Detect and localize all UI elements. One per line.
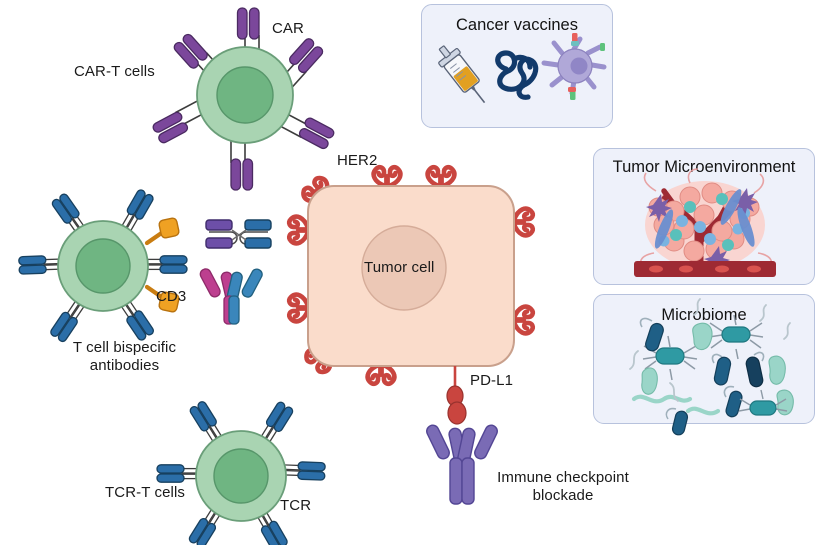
nucleic-acid-squiggle-icon: [495, 50, 539, 100]
car-t-cell: [150, 7, 337, 191]
label-tcr: TCR: [280, 497, 312, 514]
panel-title-cancer-vaccines: Cancer vaccines: [456, 16, 578, 34]
checkpoint-blockade-antibody: [426, 424, 498, 505]
label-her2: HER2: [337, 152, 378, 169]
bispecific-t-nucleus: [75, 238, 131, 294]
panel-title-microbiome: Microbiome: [661, 306, 747, 324]
label-car: CAR: [272, 20, 304, 37]
car-t-nucleus: [216, 66, 274, 124]
label-tumor-cell: Tumor cell: [364, 259, 435, 276]
tumor-microenvironment-artwork: [634, 168, 776, 277]
label-cd3: CD3: [156, 288, 187, 305]
label-t-cell-bispecific-antibodies: T cell bispecific antibodies: [72, 339, 177, 374]
microbiome-artwork: [629, 298, 794, 436]
bispecific-antibody-construct: [205, 219, 272, 249]
tcr-t-nucleus: [213, 448, 269, 504]
panel-title-tumor-microenvironment: Tumor Microenvironment: [612, 158, 796, 176]
label-pd-l1: PD-L1: [470, 372, 514, 389]
label-car-t-cells: CAR-T cells: [74, 63, 155, 80]
panel-cancer-vaccines[interactable]: Cancer vaccines: [421, 4, 613, 128]
tumor-cell-nucleus: [361, 225, 447, 311]
tumor-cell: [289, 167, 532, 425]
dendritic-cell-icon: [541, 33, 607, 100]
tcr-t-cell: [156, 399, 326, 545]
label-immune-checkpoint-blockade: Immune checkpoint blockade: [497, 469, 629, 504]
bacteria-icon: [629, 298, 794, 436]
bispecific-t-cell: [18, 187, 188, 344]
panel-tumor-microenvironment[interactable]: Tumor Microenvironment: [593, 148, 815, 285]
cancer-vaccines-artwork: [438, 33, 607, 104]
pd-l1-ligand: [446, 366, 467, 425]
panel-microbiome[interactable]: Microbiome: [593, 294, 815, 436]
label-tcr-t-cells: TCR-T cells: [105, 484, 185, 501]
tumor-vasculature-icon: [634, 168, 776, 277]
bispecific-y-antibody: [199, 268, 263, 325]
syringe-icon: [438, 45, 486, 104]
